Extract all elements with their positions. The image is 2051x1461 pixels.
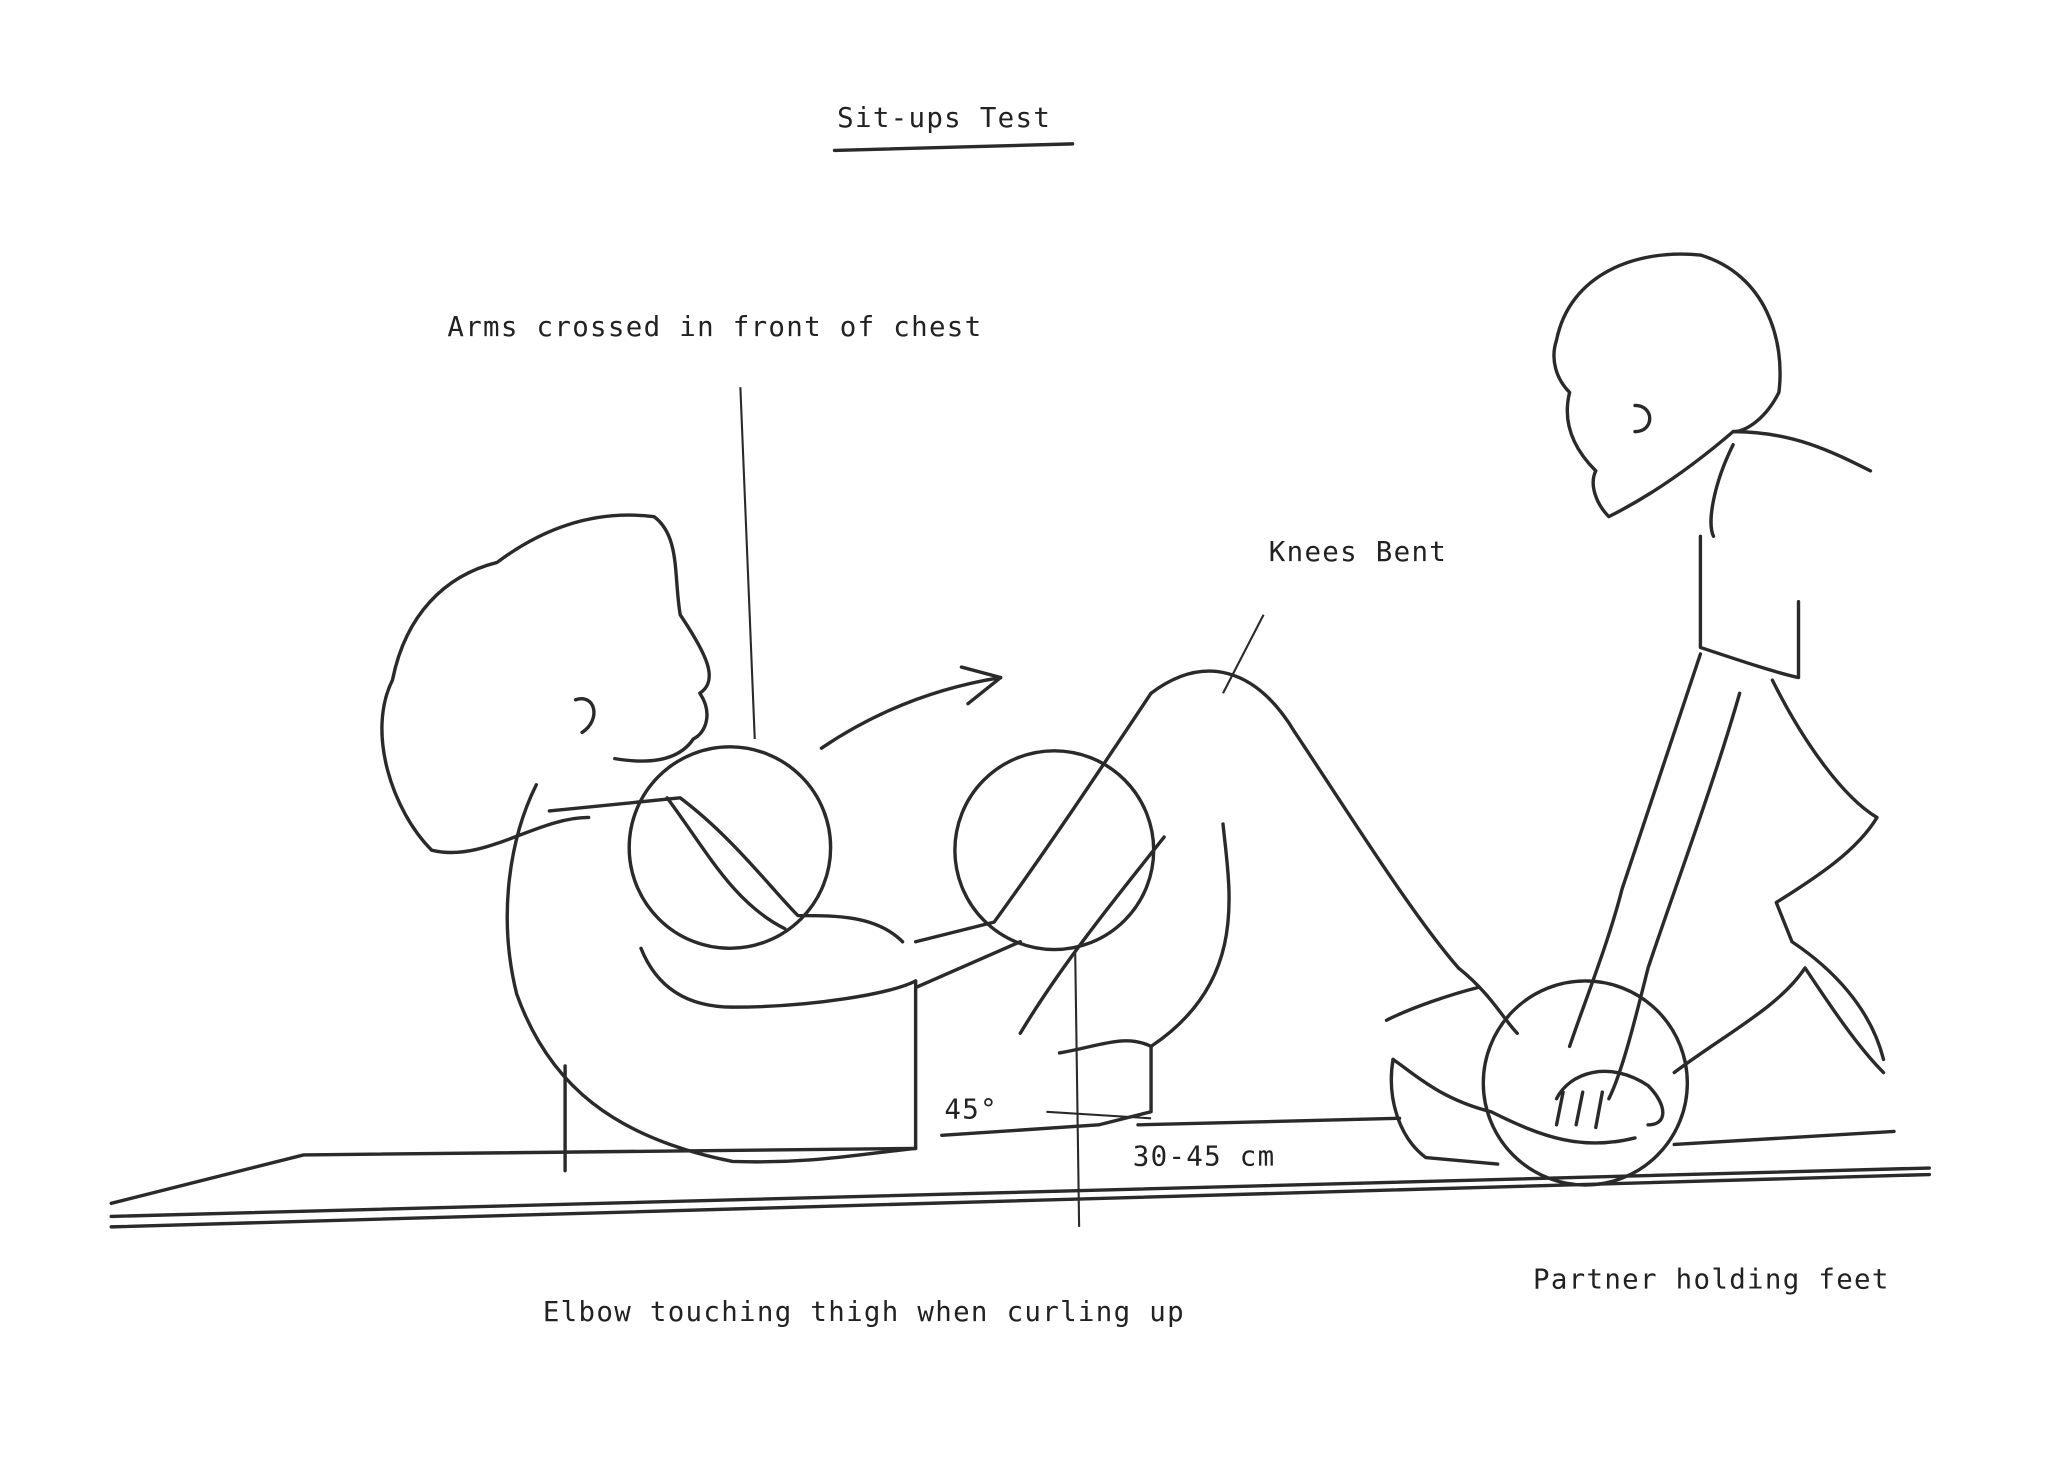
highlight-circles: [627, 745, 1690, 1187]
label-distance: 30-45 cm: [1133, 1141, 1276, 1172]
diagram-title: Sit-ups Test: [837, 103, 1051, 134]
label-elbow-touching: Elbow touching thigh when curling up: [543, 1297, 1185, 1328]
title-underline: [832, 142, 1075, 153]
person-partner: [1552, 252, 1886, 1130]
pointer-lines: [739, 387, 1265, 1227]
label-knees-bent: Knees Bent: [1269, 537, 1447, 568]
label-partner-holding: Partner holding feet: [1533, 1264, 1890, 1295]
floor: [109, 1116, 1932, 1229]
label-arms-crossed: Arms crossed in front of chest: [447, 312, 982, 343]
label-angle: 45°: [944, 1094, 998, 1125]
person-situp: [380, 513, 1637, 1173]
curl-arrow-icon: [819, 665, 1003, 750]
